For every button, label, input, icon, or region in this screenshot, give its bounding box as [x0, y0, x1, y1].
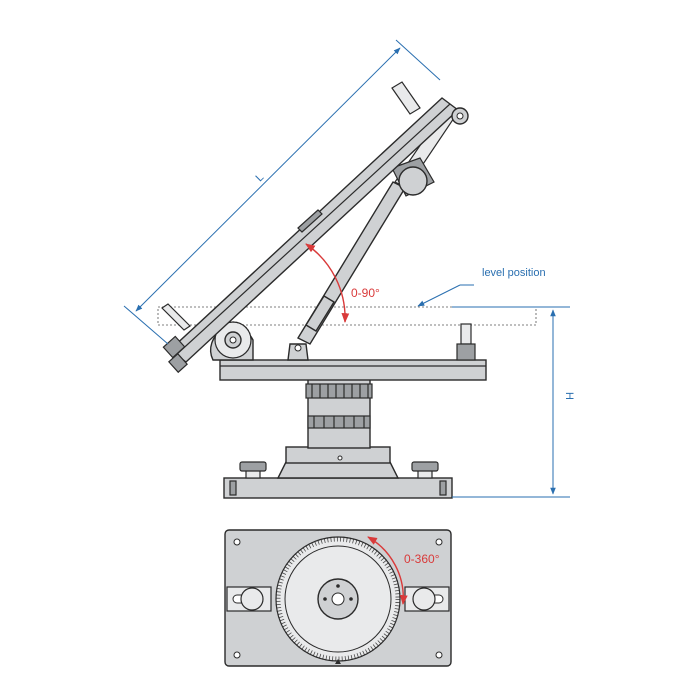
- right-clamp-knob: [412, 587, 436, 611]
- strut-lower-pivot: [287, 343, 309, 361]
- top-view: 0-360°: [224, 529, 452, 667]
- rotary-column: [305, 377, 373, 449]
- rotation-angle-label: 0-360°: [404, 552, 440, 566]
- base-clamp-knobs: [239, 461, 439, 479]
- height-label: H: [563, 392, 575, 400]
- level-position-label: level position: [482, 267, 546, 279]
- tilt-hinge: [209, 321, 254, 361]
- side-view: L H level position 0-90°: [123, 39, 575, 499]
- tilt-angle-indicator: 0-90°: [305, 243, 380, 323]
- tilt-angle-label: 0-90°: [351, 286, 380, 300]
- rotation-angle-indicator: 0-360°: [367, 536, 440, 605]
- left-clamp-knob: [240, 587, 264, 611]
- stop-post: [456, 323, 476, 361]
- height-dimension: H: [452, 306, 575, 498]
- length-label: L: [253, 171, 266, 184]
- base-housing: [276, 446, 400, 479]
- level-position-callout: level position: [417, 267, 546, 307]
- base-plate: [223, 477, 453, 499]
- bottom-table: [219, 359, 487, 381]
